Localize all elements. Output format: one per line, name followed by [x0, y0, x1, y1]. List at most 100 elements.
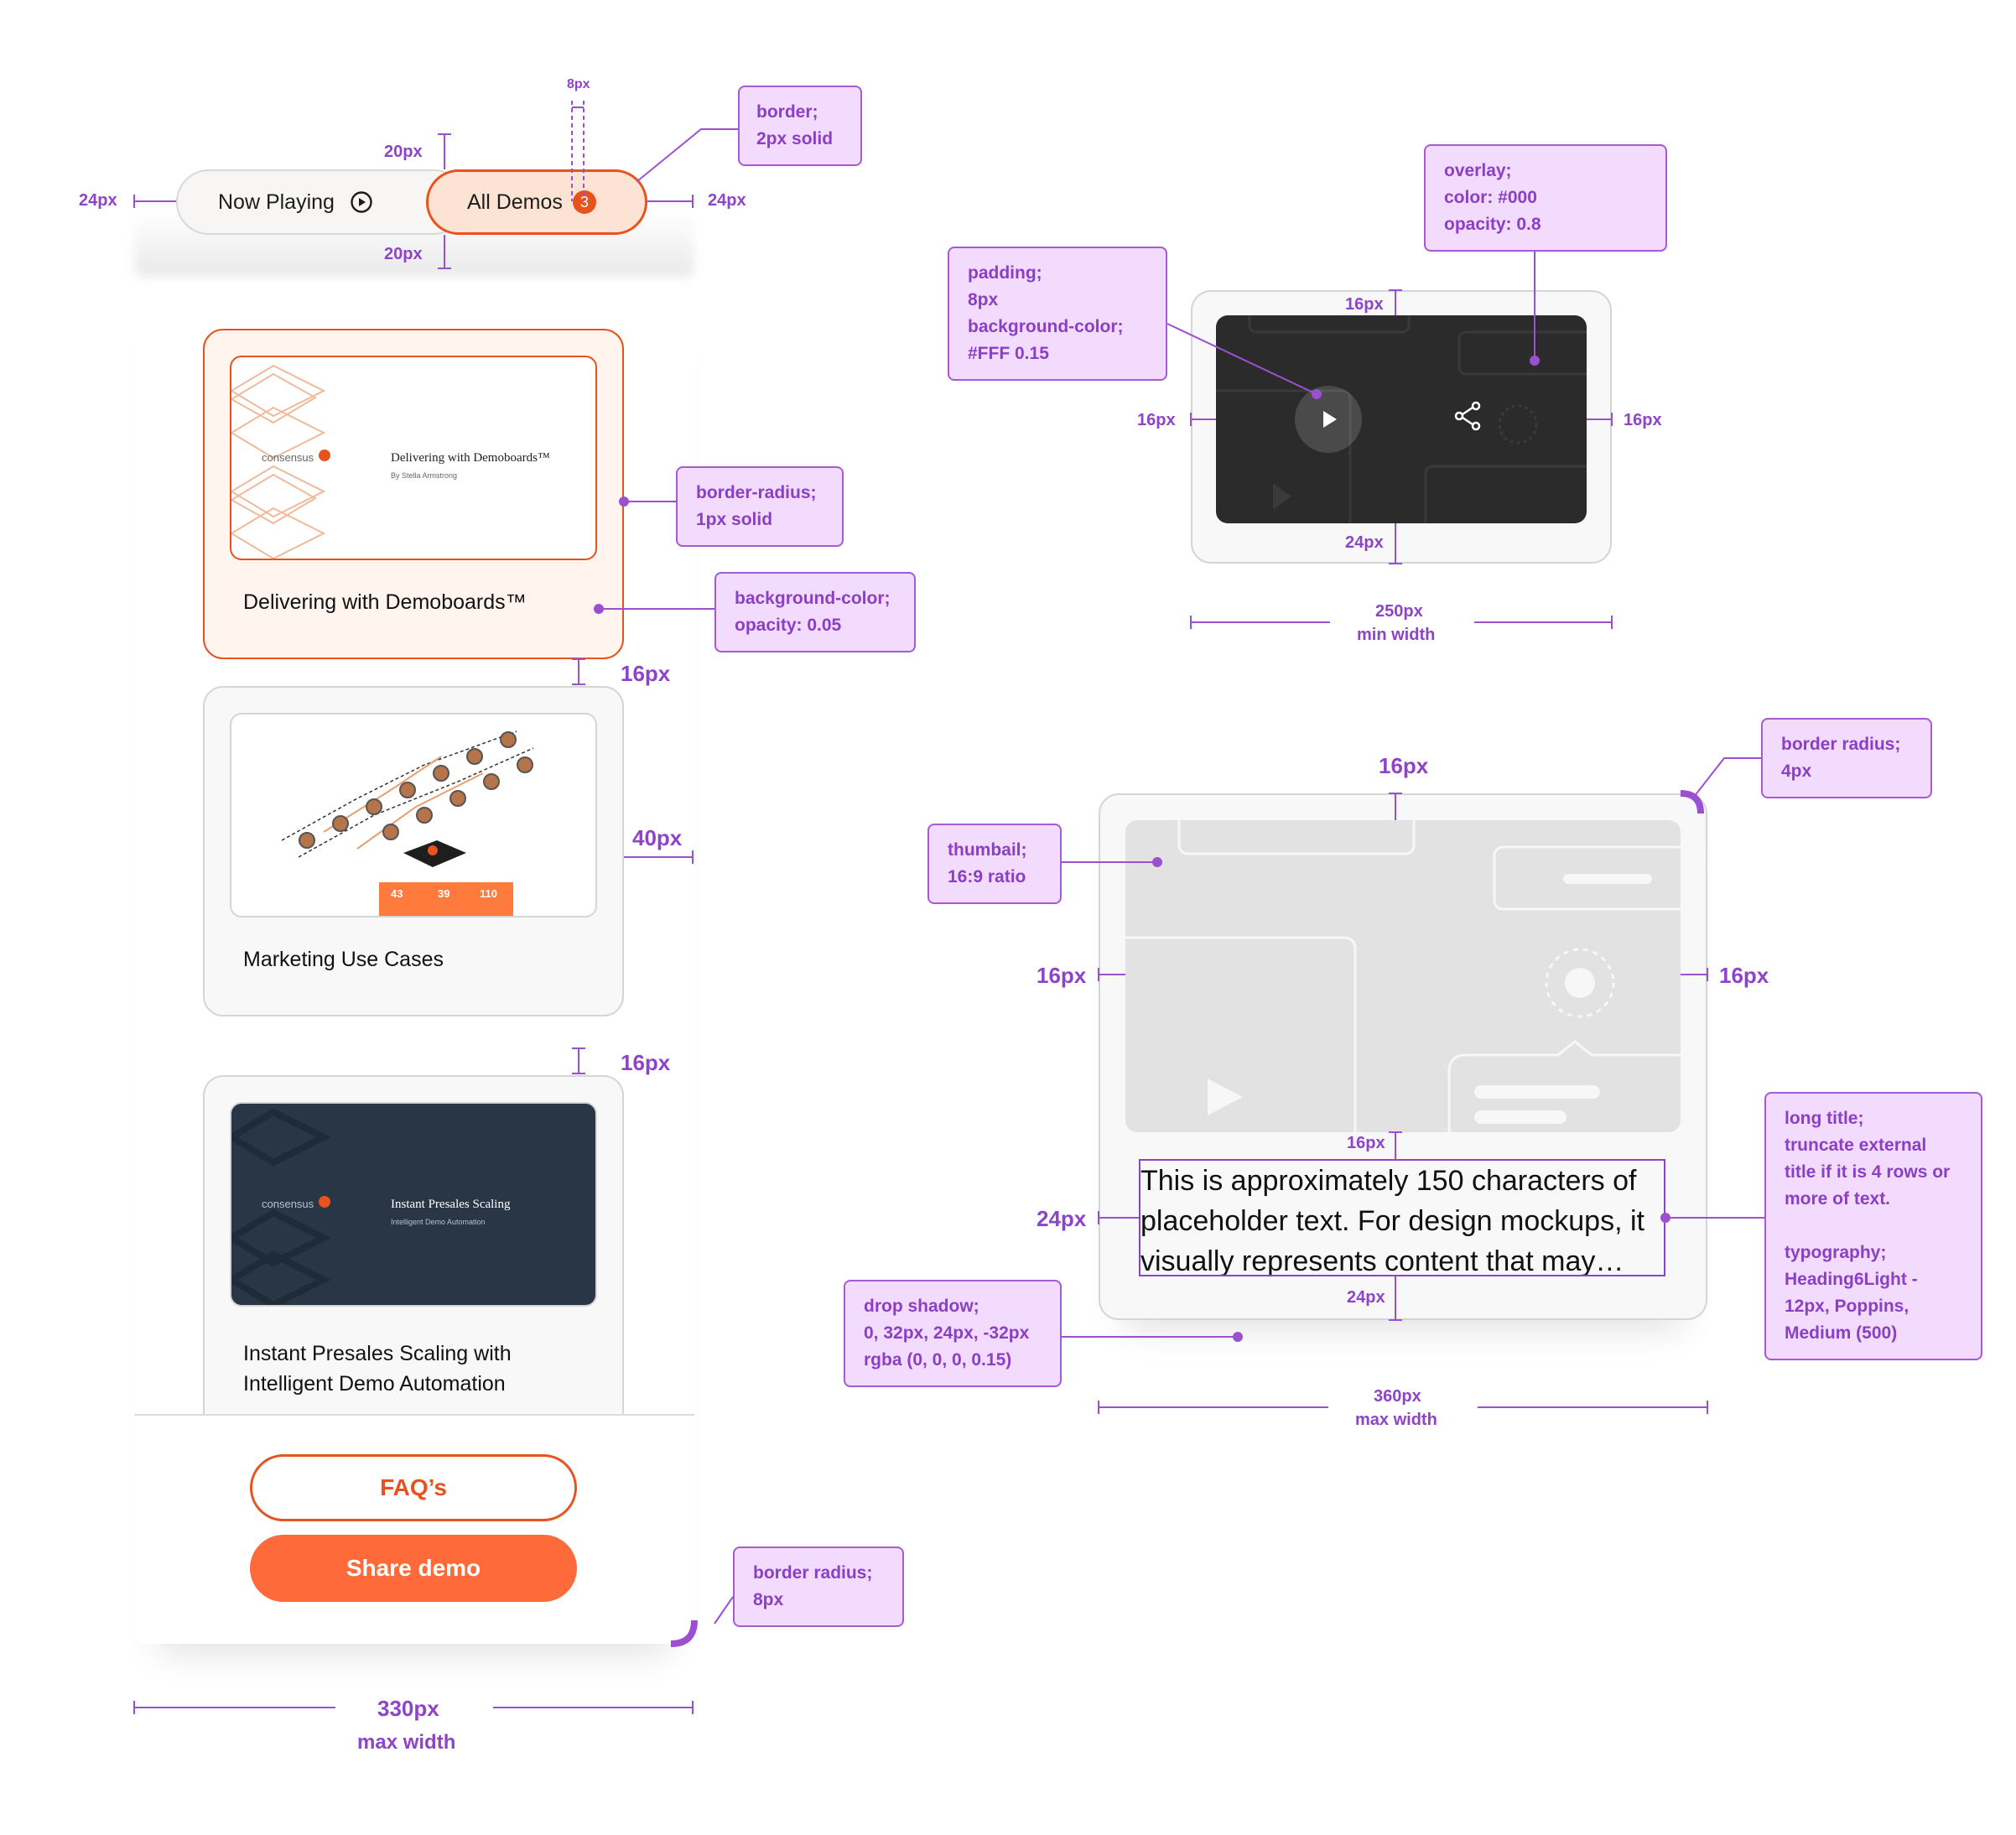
note-line: #FFF 0.15: [968, 344, 1049, 363]
note-line: 16:9 ratio: [948, 867, 1026, 886]
card-title: Marketing Use Cases: [243, 948, 444, 971]
demo-thumbnail: 43 39 110: [230, 713, 597, 918]
thumb-subtitle: Intelligent Demo Automation: [391, 1218, 486, 1226]
annotation-note: background-color; opacity: 0.05: [714, 572, 916, 652]
measure-label: 8px: [567, 77, 590, 91]
annotation-note: padding; 8px background-color; #FFF 0.15: [948, 247, 1167, 381]
measure-label: max width: [1355, 1411, 1437, 1429]
note-line: 8px: [753, 1590, 784, 1609]
annotation-note: border radius; 4px: [1761, 718, 1932, 798]
measure-label: 20px: [384, 245, 423, 263]
note-line: border-radius;: [696, 483, 817, 502]
measure-label: 360px: [1374, 1387, 1421, 1406]
tab-all-demos[interactable]: All Demos 3: [426, 169, 647, 235]
measure-label: 24px: [708, 191, 746, 210]
annotation-note: thumbail; 16:9 ratio: [927, 824, 1062, 904]
share-icon[interactable]: [1451, 399, 1484, 433]
card-title-line: Intelligent Demo Automation: [243, 1372, 506, 1396]
note-line: rgba (0, 0, 0, 0.15): [864, 1350, 1012, 1370]
note-line: truncate external: [1785, 1136, 1927, 1155]
footer-divider: [134, 1414, 694, 1416]
note-line: typography;: [1785, 1243, 1887, 1262]
measure-label: 24px: [1345, 533, 1384, 552]
thumb-brand: consensus: [262, 1198, 314, 1210]
note-line: 1px solid: [696, 510, 773, 529]
brand-logo-icon: [319, 1196, 330, 1208]
note-line: 2px solid: [756, 129, 834, 148]
note-line: padding;: [968, 263, 1042, 283]
measure-label: 16px: [1037, 963, 1087, 988]
note-spacer: [1785, 1213, 1962, 1240]
measure-label: 16px: [621, 1050, 671, 1075]
diamond-pattern-graphic: [231, 364, 326, 559]
note-line: border radius;: [753, 1563, 873, 1583]
brand-logo-icon: [319, 450, 330, 461]
long-card-title: This is approximately 150 characters of …: [1139, 1159, 1665, 1276]
tab-now-playing-label: Now Playing: [218, 190, 335, 214]
measure-label: 24px: [79, 191, 117, 210]
note-line: thumbail;: [948, 840, 1027, 860]
measure-label: 330px: [377, 1696, 439, 1721]
note-line: 0, 32px, 24px, -32px: [864, 1323, 1030, 1343]
network-illustration-graphic: [281, 730, 534, 916]
play-button[interactable]: [1295, 386, 1362, 453]
measure-label: 20px: [384, 143, 423, 161]
card-title-line: Instant Presales Scaling with: [243, 1342, 512, 1365]
annotation-note: long title; truncate external title if it …: [1764, 1092, 1982, 1360]
demo-thumbnail: consensus Instant Presales Scaling Intel…: [230, 1102, 597, 1307]
faq-button[interactable]: FAQ’s: [250, 1454, 577, 1521]
video-thumbnail[interactable]: [1216, 315, 1587, 523]
measure-label: 24px: [1347, 1288, 1385, 1307]
note-line: title if it is 4 rows or: [1785, 1162, 1951, 1182]
demo-card[interactable]: consensus Instant Presales Scaling Intel…: [203, 1075, 624, 1414]
note-line: background-color;: [735, 589, 891, 608]
note-line: background-color;: [968, 317, 1124, 336]
demo-card[interactable]: 43 39 110 Marketing Use Cases: [203, 686, 624, 1016]
measure-label: 16px: [1719, 963, 1769, 988]
thumb-brand: consensus: [262, 451, 314, 464]
note-line: more of text.: [1785, 1189, 1891, 1209]
stat-value: 39: [438, 887, 450, 900]
demo-card-active[interactable]: consensus Delivering with Demoboards™ By…: [203, 329, 624, 659]
thumb-title: Delivering with Demoboards™: [391, 451, 550, 465]
video-placeholder-graphic: [1216, 315, 1587, 523]
note-line: Heading6Light -: [1785, 1270, 1918, 1289]
note-line: Medium (500): [1785, 1323, 1898, 1343]
measure-label: 16px: [1137, 411, 1176, 429]
measure-label: min width: [1357, 626, 1436, 644]
stat-value: 110: [480, 887, 497, 900]
annotation-note: overlay; color: #000 opacity: 0.8: [1424, 144, 1667, 252]
stat-value: 43: [391, 887, 403, 900]
play-circle-icon: [351, 191, 372, 213]
note-line: border;: [756, 102, 818, 122]
measure-label: 16px: [1379, 753, 1429, 778]
diamond-pattern-graphic: [231, 1108, 331, 1305]
note-line: 4px: [1781, 762, 1812, 781]
play-icon: [1323, 411, 1337, 428]
measure-label: 16px: [1624, 411, 1662, 429]
note-line: color: #000: [1444, 188, 1537, 207]
thumb-title: Instant Presales Scaling: [391, 1198, 511, 1211]
tab-all-demos-label: All Demos: [467, 190, 563, 214]
card-title: Delivering with Demoboards™: [243, 590, 527, 614]
demo-count-badge: 3: [572, 190, 596, 214]
long-card-title-text: This is approximately 150 characters of …: [1140, 1165, 1644, 1276]
share-demo-button[interactable]: Share demo: [250, 1535, 577, 1602]
measure-label: 250px: [1375, 602, 1423, 621]
note-line: 12px, Poppins,: [1785, 1297, 1909, 1316]
note-line: border radius;: [1781, 735, 1901, 754]
tab-now-playing[interactable]: Now Playing: [176, 169, 466, 235]
video-placeholder-graphic: [1125, 820, 1681, 1132]
measure-label: 16px: [621, 661, 671, 686]
thumbnail-placeholder: [1125, 820, 1681, 1132]
measure-label: 40px: [632, 825, 683, 850]
annotation-note: border; 2px solid: [738, 86, 862, 166]
note-line: 8px: [968, 290, 999, 309]
note-line: overlay;: [1444, 161, 1512, 180]
measure-label: 16px: [1345, 295, 1384, 314]
note-line: opacity: 0.05: [735, 616, 842, 635]
measure-label: 24px: [1037, 1206, 1087, 1231]
note-line: opacity: 0.8: [1444, 215, 1541, 234]
note-line: long title;: [1785, 1109, 1864, 1128]
